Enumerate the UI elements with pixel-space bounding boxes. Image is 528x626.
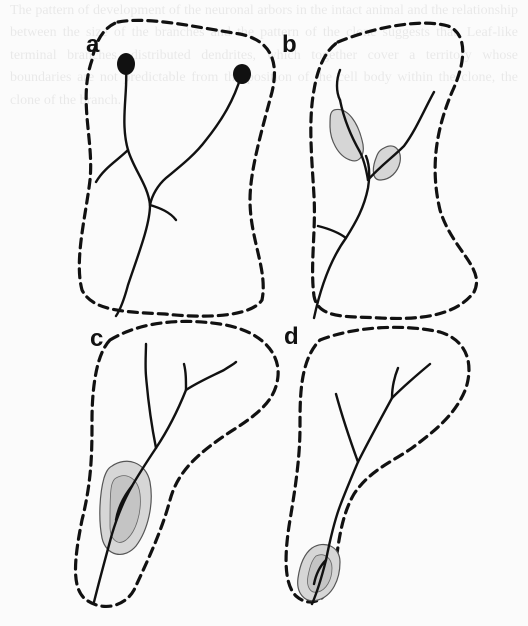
panel-b-clone-patch-1 xyxy=(330,109,363,160)
panel-a-main-branch xyxy=(116,68,150,316)
panel-c-right-branch xyxy=(186,362,236,390)
panel-c: c xyxy=(76,321,279,606)
panel-c-left-branch xyxy=(146,344,156,448)
panel-d: d xyxy=(284,323,469,604)
panel-a: a xyxy=(79,20,274,316)
panel-d-left-branch xyxy=(336,394,358,462)
panel-label-b: b xyxy=(282,31,297,58)
panel-b-far-left-twig xyxy=(337,70,340,100)
panel-b-lower-twig xyxy=(318,226,346,238)
panel-label-c: c xyxy=(90,325,103,352)
panel-a-right-growth-cone xyxy=(233,64,251,84)
panel-b-main-branch xyxy=(314,156,369,318)
panel-c-territory-outline xyxy=(76,321,279,606)
panel-c-upper-twig xyxy=(184,364,186,390)
panel-a-left-growth-cone xyxy=(117,53,135,75)
panel-a-right-branch xyxy=(150,76,241,205)
panel-label-d: d xyxy=(284,323,299,350)
panel-a-small-twig xyxy=(150,205,176,220)
panel-a-left-twig xyxy=(96,150,128,182)
panel-b: b xyxy=(282,23,477,318)
